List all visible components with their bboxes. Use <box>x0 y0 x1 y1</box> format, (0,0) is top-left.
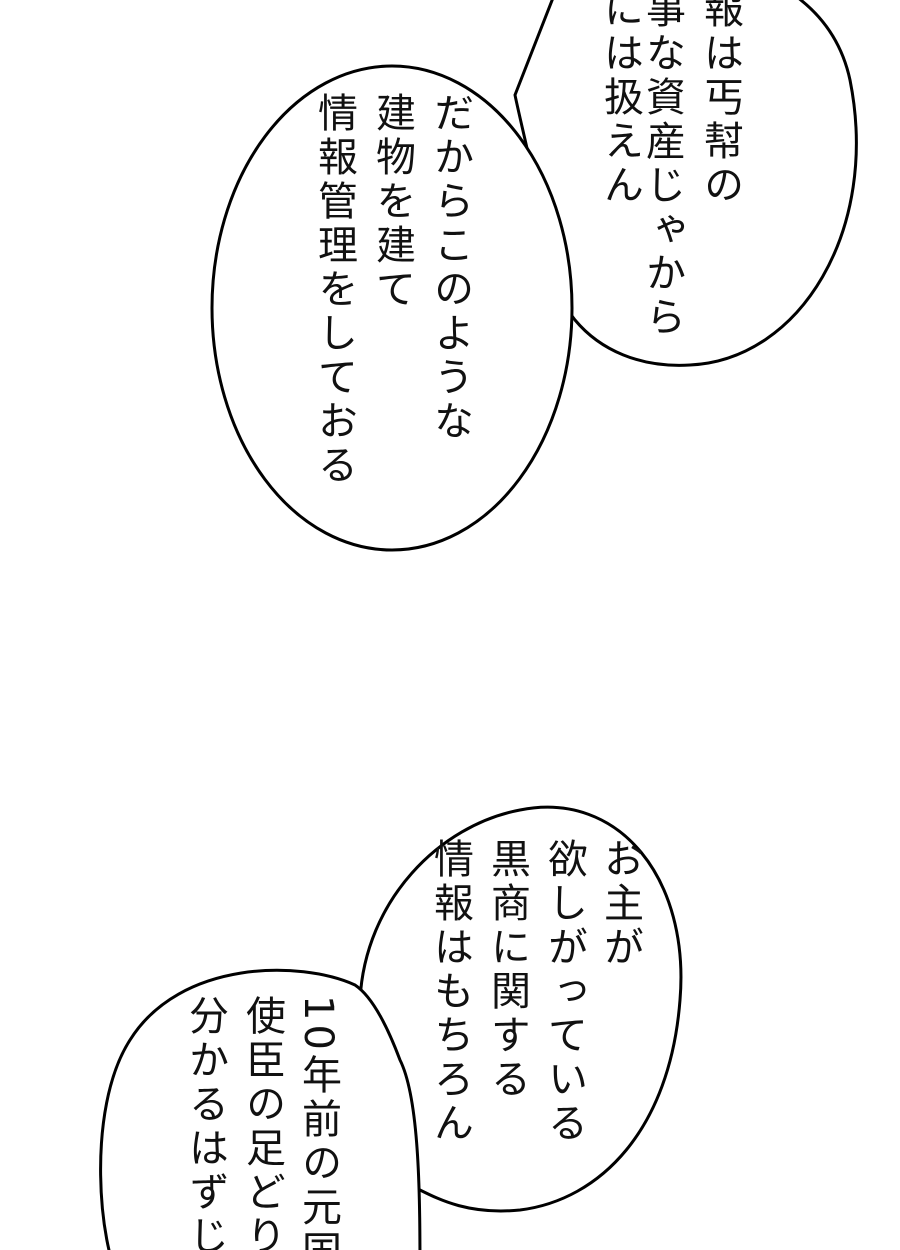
bubble-1-line-1: 報は丐幇の <box>697 0 743 208</box>
bubble-4-line-2: 使臣の足どり <box>239 995 285 1250</box>
bubble-1-line-2: 事な資産じゃから <box>639 0 685 340</box>
bubble-4-line-3: 分かるはずじ <box>182 995 228 1250</box>
bubble-3-line-4: 情報はもちろん <box>427 838 473 1146</box>
speech-bubble-3 <box>358 805 683 1213</box>
bubble-3-line-2: 欲しがっている <box>541 838 587 1146</box>
speech-bubble-4 <box>99 968 422 1250</box>
bubble-3-line-1: お主が <box>597 838 643 970</box>
bubble-1-line-3: には扱えん <box>597 0 643 208</box>
bubble-2-line-3: 情報管理をしておる <box>311 92 357 488</box>
speech-bubble-2 <box>210 64 574 552</box>
bubble-4-line-1: 10年前の元国 <box>295 995 341 1250</box>
bubble-2-line-1: だからこのような <box>427 92 473 444</box>
bubble-3-line-3: 黒商に関する <box>484 838 530 1102</box>
bubble-2-line-2: 建物を建て <box>369 92 415 312</box>
